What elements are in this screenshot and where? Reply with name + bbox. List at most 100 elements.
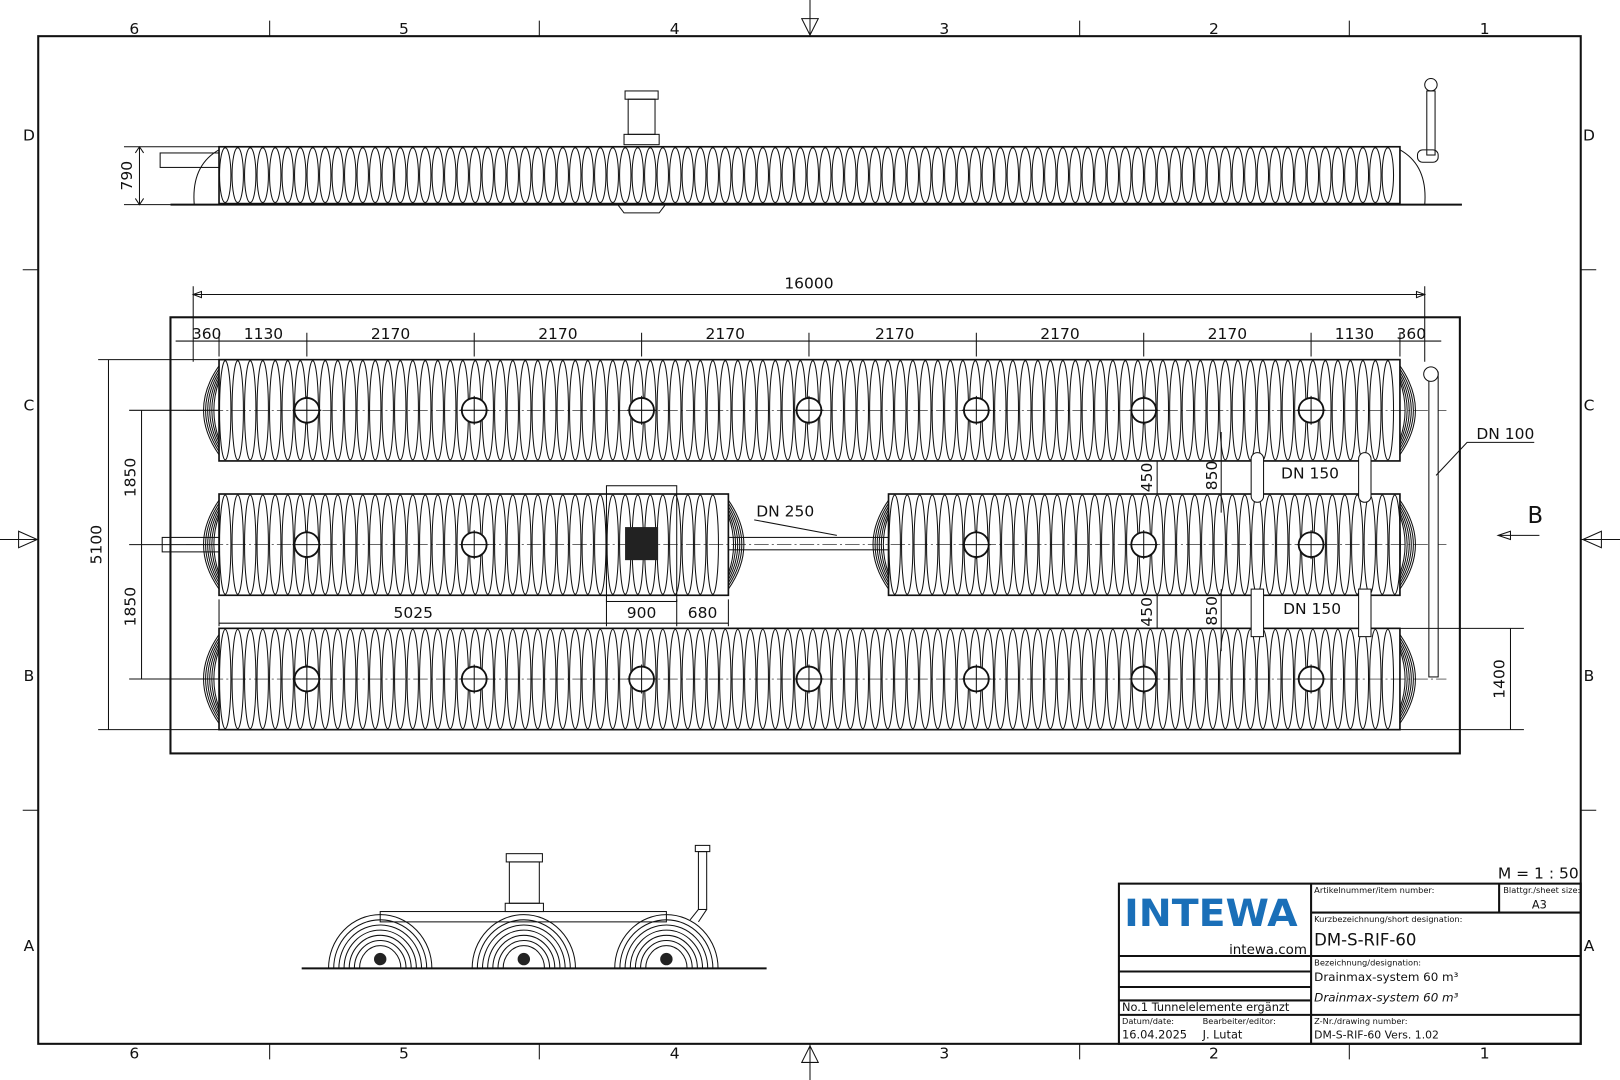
- corrugation: [1131, 147, 1145, 204]
- dim-height: [123, 145, 220, 206]
- end-cap-rib: [1399, 512, 1408, 577]
- zone-col-5: 5: [399, 1044, 409, 1062]
- zone-col-3: 3: [939, 1044, 949, 1062]
- opening-crosshair: [1296, 664, 1326, 694]
- editor-value: J. Lutat: [1202, 1028, 1243, 1042]
- corrugation: [444, 147, 457, 204]
- tank-arch: [629, 929, 704, 969]
- dim-segment: 2170: [371, 325, 410, 343]
- corrugation: [594, 147, 607, 204]
- zone-row-a: A: [1584, 937, 1595, 955]
- corrugation: [381, 147, 394, 204]
- corrugation: [369, 147, 382, 204]
- corrugation: [1206, 147, 1220, 204]
- corrugation: [531, 147, 544, 204]
- corrugation: [494, 147, 507, 204]
- corrugation: [344, 147, 357, 204]
- opening-crosshair: [794, 664, 824, 694]
- zone-row-c: C: [24, 396, 35, 414]
- tank-arch: [348, 934, 412, 969]
- corrugation: [1231, 147, 1245, 204]
- opening-crosshair: [1296, 530, 1326, 560]
- corrugation: [1369, 147, 1382, 204]
- corrugation: [1306, 147, 1320, 204]
- editor-label: Bearbeiter/editor:: [1203, 1016, 1276, 1026]
- corrugation: [956, 147, 970, 204]
- dim-connector: 850: [1203, 596, 1221, 626]
- corrugation: [881, 147, 894, 204]
- label-dn250: DN 250: [756, 503, 814, 521]
- corrugation: [631, 147, 644, 204]
- date-value: 16.04.2025: [1122, 1028, 1187, 1042]
- zone-col-2: 2: [1209, 20, 1219, 38]
- front-view: [301, 844, 767, 970]
- dim-segment: 360: [192, 325, 222, 343]
- dim-segment: 360: [1397, 325, 1427, 343]
- corrugation: [419, 147, 432, 204]
- corrugation: [819, 147, 832, 204]
- tank-rows: [185, 358, 1447, 731]
- corrugation: [1256, 147, 1270, 204]
- corrugation: [1119, 147, 1132, 204]
- corrugation: [931, 147, 945, 204]
- drawing-number-value: DM-S-RIF-60 Vers. 1.02: [1314, 1029, 1439, 1042]
- vent-pipe: [689, 844, 711, 923]
- side-view: 790: [118, 78, 1462, 214]
- corrugation: [719, 147, 732, 204]
- corrugation: [556, 147, 569, 204]
- corrugation: [1244, 147, 1257, 204]
- end-cap-rib: [1399, 646, 1408, 712]
- side-tank: [218, 145, 1401, 205]
- label-dn100: DN 100: [1476, 425, 1534, 443]
- tank-arch: [645, 945, 688, 969]
- pipe-outlet: [517, 952, 531, 966]
- corrugation: [231, 147, 244, 204]
- zone-column-labels-bottom: 6 5 4 3 2 1: [129, 1044, 1489, 1062]
- corrugation: [856, 147, 869, 204]
- designation-de: Drainmax-system 60 m³: [1314, 970, 1458, 984]
- corrugation: [1081, 147, 1095, 204]
- dim-segment: 2170: [875, 325, 914, 343]
- corrugation: [706, 147, 719, 204]
- opening-crosshair: [961, 664, 991, 694]
- opening-crosshair: [292, 530, 322, 560]
- dim-790: 790: [118, 161, 136, 191]
- short-designation-label: Kurzbezeichnung/short designation:: [1314, 914, 1462, 924]
- designation-label: Bezeichnung/designation:: [1314, 957, 1421, 967]
- tank-arch: [338, 924, 423, 969]
- zone-col-5: 5: [399, 20, 409, 38]
- corrugation: [569, 147, 582, 204]
- zone-col-6: 6: [129, 1044, 139, 1062]
- corrugation: [431, 147, 444, 204]
- tank-arch: [471, 914, 576, 969]
- corrugation: [831, 147, 844, 204]
- label-dn150-top: DN 150: [1281, 465, 1339, 483]
- dim-segment: 2170: [1040, 325, 1079, 343]
- end-cap-rib: [1399, 640, 1412, 718]
- corrugation: [1031, 147, 1045, 204]
- corrugation: [1019, 147, 1032, 204]
- opening-crosshair: [627, 664, 657, 694]
- corrugation: [269, 147, 282, 204]
- zone-col-6: 6: [129, 20, 139, 38]
- corrugation: [356, 147, 369, 204]
- tank-arch: [502, 945, 545, 969]
- zone-column-labels-top: 6 5 4 3 2 1: [129, 20, 1489, 38]
- opening-crosshair: [292, 395, 322, 425]
- corrugation: [456, 147, 469, 204]
- corrugation: [281, 147, 294, 204]
- zone-row-b: B: [24, 667, 35, 685]
- opening-crosshair: [292, 664, 322, 694]
- tank-arch: [353, 939, 407, 969]
- corrugation: [544, 147, 557, 204]
- corrugation: [744, 147, 757, 204]
- opening-crosshair: [627, 395, 657, 425]
- corrugation: [644, 147, 657, 204]
- corrugation: [1181, 147, 1195, 204]
- tank-arch: [640, 939, 693, 969]
- tank-cross-sections: [328, 914, 719, 969]
- zone-row-labels: D C B A D C B A: [23, 127, 1595, 955]
- tank-arch: [497, 939, 551, 969]
- dim-segment: 2170: [706, 325, 745, 343]
- corrugation: [1356, 147, 1370, 204]
